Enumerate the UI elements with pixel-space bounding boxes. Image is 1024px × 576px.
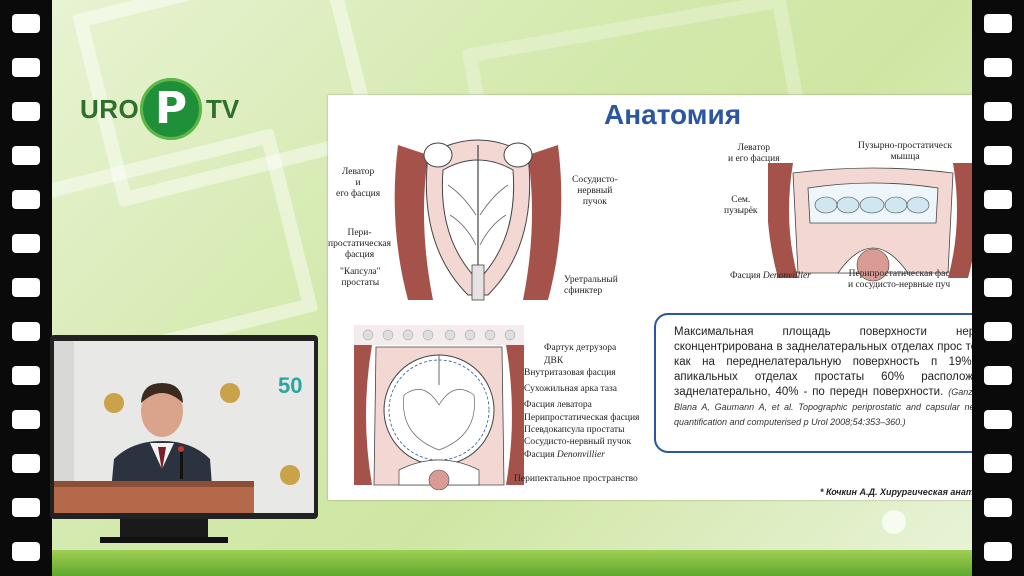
video-frame: URO P TV Анатомия Леватор и его фасция П… — [52, 0, 972, 576]
film-perforation — [12, 410, 40, 429]
film-perforation — [984, 366, 1012, 385]
info-main-text: Максимальная площадь поверхности нервно … — [674, 326, 972, 398]
film-perforation — [984, 410, 1012, 429]
info-box: Максимальная площадь поверхности нервно … — [654, 313, 972, 453]
prostate-coronal-diagram — [394, 139, 562, 301]
label-periprostatic-bundles: Перипростатическая фас и сосудисто-нервн… — [848, 269, 951, 290]
film-perforation — [984, 454, 1012, 473]
label-denonvillier-fascia-bottom: Фасция Denonvillier — [524, 450, 605, 460]
label-perirectal-space: Перипектальное пространство — [514, 474, 638, 484]
presentation-slide: Анатомия Леватор и его фасция Пери- прос… — [328, 95, 972, 500]
label-detrusor-apron: Фартук детрузора — [544, 343, 617, 353]
film-perforation — [12, 190, 40, 209]
uro-tv-logo: URO P TV — [80, 74, 280, 144]
label-periprostatic-fascia: Пери- простатическая фасция — [328, 228, 392, 260]
label-denonvillier-fascia-top: Фасция Denonvillier — [730, 271, 811, 281]
label-prostate-capsule: "Капсула" простаты — [340, 267, 381, 288]
monitor-base — [100, 537, 228, 543]
label-dvk: ДВК — [544, 356, 564, 366]
film-perforation — [984, 542, 1012, 561]
slide-footnote: * Кочкин А.Д. Хирургическая анат — [820, 487, 972, 497]
label-periprostatic-fascia-bottom: Перипростатическая фасция — [524, 413, 640, 423]
prostate-cross-section-diagram — [354, 325, 524, 490]
logo-text-tv: TV — [206, 94, 240, 124]
film-perforation — [12, 542, 40, 561]
film-perforation — [984, 498, 1012, 517]
label-pseudocapsule: Псевдокапсула простаты — [524, 425, 625, 435]
film-perforation — [984, 278, 1012, 297]
slide-title: Анатомия — [604, 99, 742, 130]
label-neurovascular-bundle: Сосудисто- нервный пучок — [572, 175, 618, 207]
speaker-video-monitor: 50 — [50, 335, 318, 519]
monitor-stand — [120, 519, 208, 537]
film-perforation — [984, 14, 1012, 33]
film-perforation — [984, 146, 1012, 165]
speaker-scene: 50 — [54, 341, 314, 513]
sparkle-decoration — [882, 510, 906, 534]
film-perforation — [12, 322, 40, 341]
label-neurovascular-bundle-bottom: Сосудисто-нервный пучок — [524, 437, 632, 447]
logo-text-uro: URO — [80, 94, 140, 124]
film-perforation — [12, 366, 40, 385]
film-perforation — [12, 234, 40, 253]
film-perforation — [984, 102, 1012, 121]
film-perforation — [12, 102, 40, 121]
film-perforation — [12, 146, 40, 165]
film-perforation — [984, 190, 1012, 209]
film-strip-left — [0, 0, 52, 576]
label-levator: Леватор и его фасция — [336, 167, 381, 199]
label-vesicoprostatic-muscle: Пузырно-простатическ мышца — [858, 141, 953, 162]
film-perforation — [12, 14, 40, 33]
speaker-video: 50 — [54, 341, 314, 513]
logo-mark: P — [154, 83, 188, 134]
film-strip-right — [972, 0, 1024, 576]
label-levator-right: Леватор и его фасция — [728, 143, 780, 164]
bottom-green-band — [52, 550, 972, 576]
film-perforation — [12, 498, 40, 517]
info-text: Максимальная площадь поверхности нервно … — [674, 325, 972, 430]
film-perforation — [984, 58, 1012, 77]
logo-circle-icon — [140, 78, 202, 140]
film-perforation — [984, 322, 1012, 341]
prostate-transverse-diagram — [768, 163, 972, 282]
film-perforation — [984, 234, 1012, 253]
label-tendinous-arch: Сухожильная арка таза — [524, 384, 618, 394]
label-levator-fascia: Фасция леватора — [524, 400, 592, 410]
film-perforation — [12, 454, 40, 473]
label-seminal-vesicle: Сем. пузырёк — [724, 195, 758, 216]
pip-badge: 50 — [278, 373, 302, 398]
info-reference: (Ganzer R, Blana A, Gaumann A, et al. To… — [674, 387, 972, 427]
film-perforation — [12, 58, 40, 77]
label-intrapelvic-fascia: Внутритазовая фасция — [524, 368, 616, 378]
label-urethral-sphincter: Уретральный сфинктер — [564, 275, 618, 296]
film-perforation — [12, 278, 40, 297]
